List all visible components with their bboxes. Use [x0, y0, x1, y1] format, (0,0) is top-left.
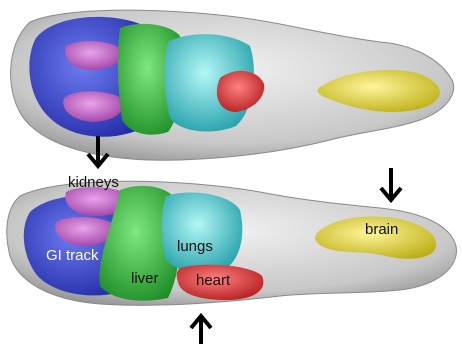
- label-lungs: lungs: [177, 238, 213, 255]
- label-brain: brain: [365, 221, 398, 238]
- label-liver: liver: [131, 270, 159, 287]
- up-arrow-icon: [191, 316, 211, 344]
- label-kidneys: kidneys: [68, 174, 119, 191]
- label-heart: heart: [196, 272, 230, 289]
- label-gi-track: GI track: [46, 247, 99, 264]
- lungs-bottom: [162, 192, 243, 272]
- top-view: [11, 10, 454, 160]
- down-arrow-icon: [381, 168, 401, 200]
